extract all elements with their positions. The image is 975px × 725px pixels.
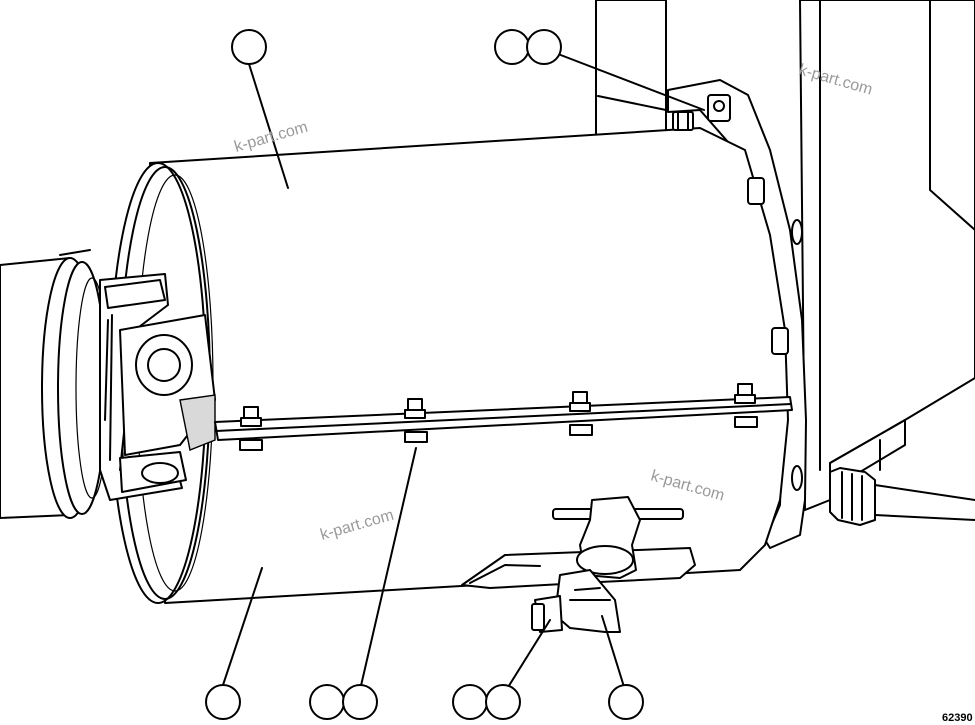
callout-muffler-top bbox=[231, 29, 267, 65]
flange-bolt-1 bbox=[672, 111, 694, 131]
leader-lines bbox=[222, 53, 705, 693]
watermark-1: k-part.com bbox=[232, 119, 309, 156]
strap-band bbox=[214, 396, 793, 441]
callout-bracket bbox=[608, 684, 644, 720]
engine-frame bbox=[595, 0, 975, 526]
inlet-fitting bbox=[99, 273, 216, 501]
figure-number: 62390 bbox=[942, 712, 973, 724]
strap-bolt-3 bbox=[569, 391, 593, 436]
callout-muffler-bottom bbox=[205, 684, 241, 720]
flange-bolt-3 bbox=[747, 177, 765, 205]
lower-support-bracket bbox=[461, 496, 696, 633]
strap-bolt-2 bbox=[404, 398, 428, 443]
flange-bolt-2 bbox=[707, 94, 731, 122]
strap-bolt-1 bbox=[239, 406, 263, 451]
exhaust-pipe bbox=[0, 249, 109, 519]
strap-bolt-4 bbox=[734, 383, 758, 428]
callout-clamp-bolts bbox=[452, 684, 521, 720]
callout-strap-bolts bbox=[309, 684, 378, 720]
flange-bolt-4 bbox=[771, 327, 789, 355]
callout-flange-bolts bbox=[494, 29, 562, 65]
